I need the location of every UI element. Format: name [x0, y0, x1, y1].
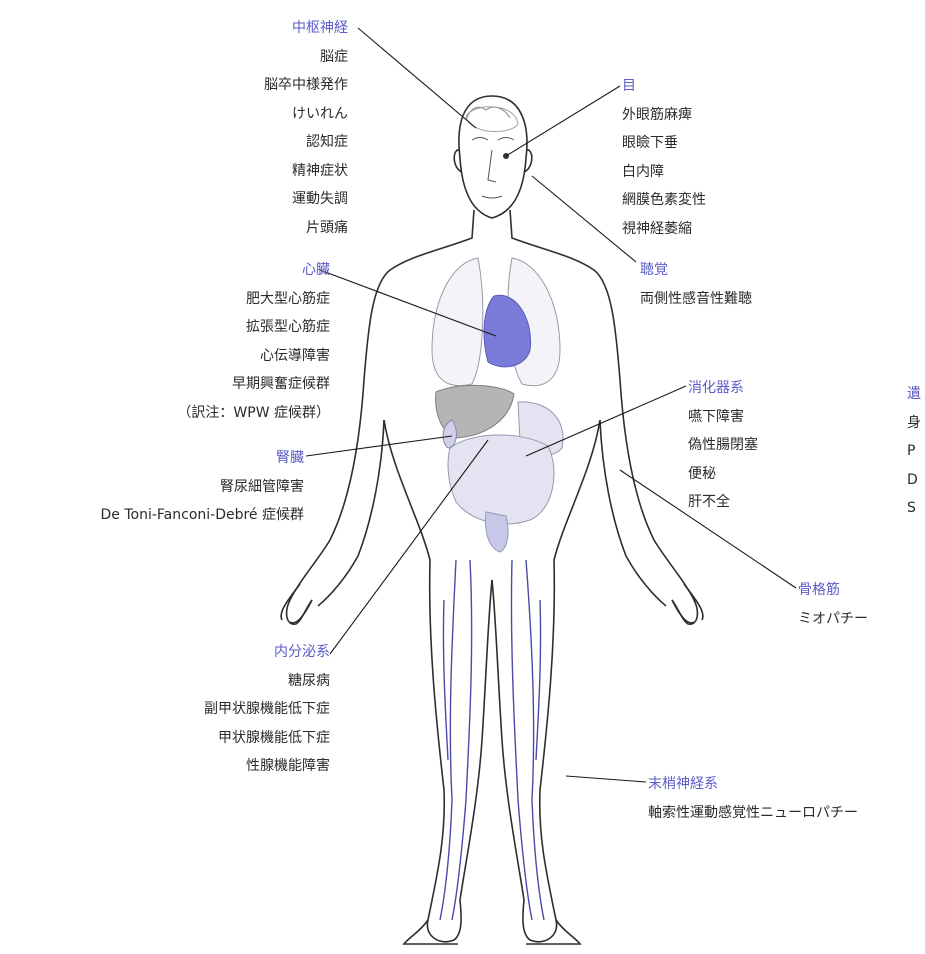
endocrine-item: 副甲状腺機能低下症	[120, 695, 330, 724]
hearing-title: 聴覚	[640, 256, 752, 285]
heart-item: 心伝導障害	[140, 342, 330, 371]
cutoff-item: S	[907, 494, 921, 523]
cns-item: 脳症	[200, 43, 348, 72]
eye-title: 目	[622, 72, 706, 101]
endocrine-item: 甲状腺機能低下症	[120, 724, 330, 753]
cns-item: けいれん	[200, 100, 348, 129]
eye-group: 目 外眼筋麻痺 眼瞼下垂 白内障 網膜色素変性 視神経萎縮	[622, 72, 706, 243]
heart-group: 心臓 肥大型心筋症 拡張型心筋症 心伝導障害 早期興奮症候群 （訳注：WPW 症…	[140, 256, 330, 427]
hearing-group: 聴覚 両側性感音性難聴	[640, 256, 752, 313]
endocrine-title: 内分泌系	[120, 638, 330, 667]
endocrine-item: 性腺機能障害	[120, 752, 330, 781]
kidney-item: De Toni-Fanconi-Debré 症候群	[10, 501, 304, 530]
peripheral-title: 末梢神経系	[648, 770, 858, 799]
muscle-group: 骨格筋 ミオパチー	[798, 576, 868, 633]
kidney-group: 腎臓 腎尿細管障害 De Toni-Fanconi-Debré 症候群	[10, 444, 304, 530]
leg-veins	[440, 560, 544, 920]
digestive-item: 肝不全	[688, 488, 758, 517]
cns-item: 片頭痛	[200, 214, 348, 243]
cns-item: 精神症状	[200, 157, 348, 186]
eye-item: 眼瞼下垂	[622, 129, 706, 158]
digestive-item: 嚥下障害	[688, 403, 758, 432]
brain-organ	[466, 107, 518, 132]
heart-item: 早期興奮症候群	[140, 370, 330, 399]
cutoff-item: P	[907, 437, 921, 466]
endocrine-item: 糖尿病	[120, 667, 330, 696]
digestive-group: 消化器系 嚥下障害 偽性腸閉塞 便秘 肝不全	[688, 374, 758, 517]
eye-item: 視神経萎縮	[622, 215, 706, 244]
cns-title: 中枢神経	[200, 14, 348, 43]
heart-item: 拡張型心筋症	[140, 313, 330, 342]
eye-item: 白内障	[622, 158, 706, 187]
muscle-title: 骨格筋	[798, 576, 868, 605]
peripheral-group: 末梢神経系 軸索性運動感覚性ニューロパチー	[648, 770, 858, 827]
digestive-item: 偽性腸閉塞	[688, 431, 758, 460]
eye-item: 網膜色素変性	[622, 186, 706, 215]
heart-item: 肥大型心筋症	[140, 285, 330, 314]
cns-item: 運動失調	[200, 185, 348, 214]
face-details	[466, 107, 514, 198]
cutoff-item: 身	[907, 409, 921, 438]
cutoff-title: 遺	[907, 380, 921, 409]
cns-item: 認知症	[200, 128, 348, 157]
hearing-item: 両側性感音性難聴	[640, 285, 752, 314]
cns-item: 脳卒中様発作	[200, 71, 348, 100]
digestive-item: 便秘	[688, 460, 758, 489]
digestive-title: 消化器系	[688, 374, 758, 403]
endocrine-group: 内分泌系 糖尿病 副甲状腺機能低下症 甲状腺機能低下症 性腺機能障害	[120, 638, 330, 781]
cutoff-item: D	[907, 466, 921, 495]
kidney-title: 腎臓	[10, 444, 304, 473]
muscle-item: ミオパチー	[798, 605, 868, 634]
peripheral-item: 軸索性運動感覚性ニューロパチー	[648, 799, 858, 828]
cns-group: 中枢神経 脳症 脳卒中様発作 けいれん 認知症 精神症状 運動失調 片頭痛	[200, 14, 348, 242]
cutoff-group: 遺 身 P D S	[905, 380, 925, 530]
heart-item: （訳注：WPW 症候群）	[140, 399, 330, 428]
eye-item: 外眼筋麻痺	[622, 101, 706, 130]
kidney-item: 腎尿細管障害	[10, 473, 304, 502]
heart-title: 心臓	[140, 256, 330, 285]
